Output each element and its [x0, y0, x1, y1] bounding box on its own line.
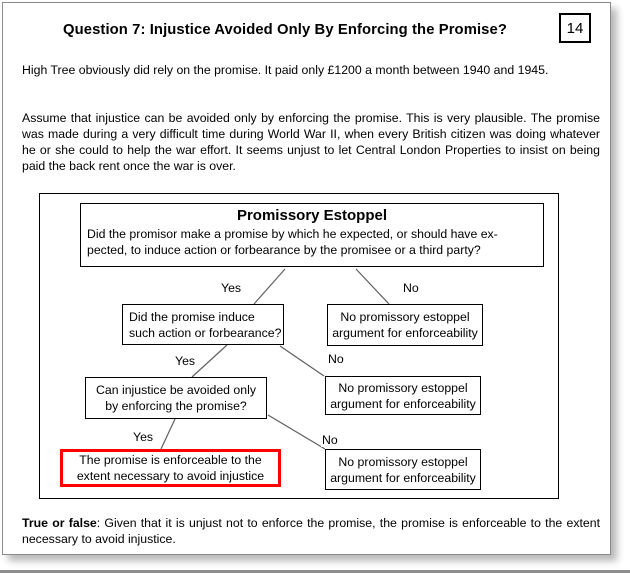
- node-promissory-estoppel-title: Promissory Estoppel: [236, 207, 388, 224]
- node-injustice-avoided-line2: by enforcing the promise?: [105, 399, 247, 413]
- flowchart: Promissory Estoppel Did the promisor mak…: [39, 193, 559, 499]
- edge-label-no-2: No: [327, 352, 345, 366]
- connector-injustice-yes: [160, 418, 176, 450]
- node-no-estoppel-2-line1: No promissory estoppel: [338, 380, 468, 395]
- node-promise-enforceable-line1: The promise is enforceable to the: [79, 453, 262, 467]
- true-or-false-text: : Given that it is unjust not to enforce…: [22, 516, 600, 546]
- edge-label-yes-1: Yes: [220, 281, 243, 295]
- node-no-estoppel-3-line2: argument for enforceability: [330, 470, 476, 485]
- true-or-false-lead: True or false: [22, 516, 97, 530]
- connector-induce-yes: [191, 344, 228, 378]
- connector-injustice-no: [267, 414, 326, 450]
- node-no-estoppel-2: No promissory estoppel argument for enfo…: [325, 376, 481, 415]
- node-no-estoppel-1-line1: No promissory estoppel: [340, 310, 470, 324]
- root-question-line2: pected, to induce action or forbearance …: [87, 243, 481, 257]
- node-promise-enforceable-line2: extent necessary to avoid injustice: [76, 469, 265, 483]
- node-no-estoppel-2-line2: argument for enforceability: [330, 396, 476, 411]
- window-bottom-edge: [0, 570, 630, 573]
- slide-number-box: 14: [559, 13, 591, 43]
- node-no-estoppel-1: No promissory estoppel argument for enfo…: [327, 304, 483, 346]
- node-promise-induce-line1: Did the promise induce: [129, 309, 255, 324]
- slide-number: 14: [566, 19, 584, 37]
- root-question-line1: Did the promisor make a promise by which…: [87, 227, 498, 241]
- edge-label-yes-2: Yes: [174, 354, 197, 368]
- connector-root-no: [355, 268, 390, 305]
- node-promise-enforceable-highlighted: The promise is enforceable to the extent…: [60, 449, 281, 487]
- node-promissory-estoppel: Promissory Estoppel Did the promisor mak…: [80, 203, 544, 267]
- slide: Question 7: Injustice Avoided Only By En…: [2, 2, 611, 555]
- true-or-false-question: True or false: Given that it is unjust n…: [22, 515, 600, 547]
- node-promise-induce-line2: such action or forbearance?: [129, 325, 282, 340]
- edge-label-yes-3: Yes: [132, 430, 155, 444]
- node-injustice-avoided: Can injustice be avoided only by enforci…: [85, 377, 267, 419]
- node-no-estoppel-1-line2: argument for enforceability: [332, 326, 478, 340]
- paragraph-high-tree: High Tree obviously did rely on the prom…: [22, 63, 549, 77]
- slide-title: Question 7: Injustice Avoided Only By En…: [63, 22, 507, 38]
- connector-root-yes: [253, 268, 286, 305]
- edge-label-no-1: No: [402, 281, 420, 295]
- edge-label-no-3: No: [321, 433, 339, 447]
- paragraph-assume-injustice: Assume that injustice can be avoided onl…: [22, 111, 600, 173]
- node-no-estoppel-3: No promissory estoppel argument for enfo…: [325, 449, 481, 490]
- connector-induce-no: [279, 345, 325, 377]
- node-promise-induce: Did the promise induce such action or fo…: [122, 304, 284, 345]
- node-no-estoppel-3-line1: No promissory estoppel: [338, 454, 468, 469]
- node-injustice-avoided-line1: Can injustice be avoided only: [96, 383, 256, 397]
